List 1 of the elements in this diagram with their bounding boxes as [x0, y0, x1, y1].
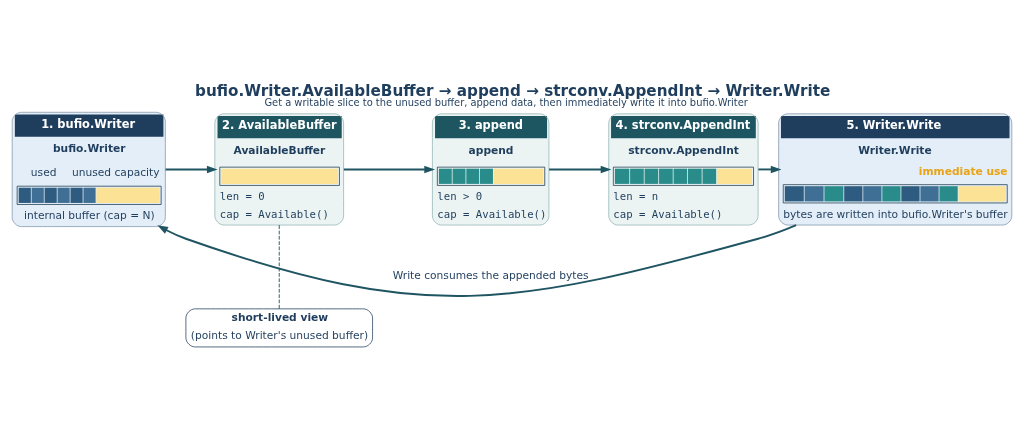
edge-label: Write consumes the appended bytes [392, 268, 589, 282]
